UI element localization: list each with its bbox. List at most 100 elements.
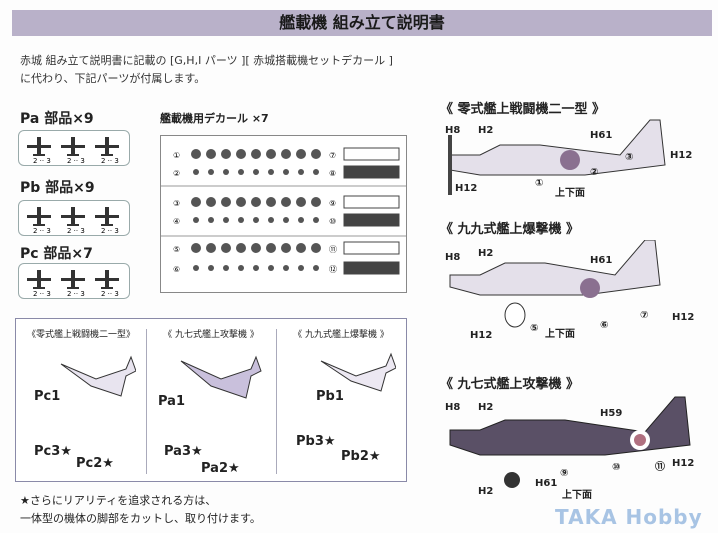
profile-zero: [448, 119, 666, 195]
profile-type97: [449, 396, 691, 488]
decal-callout: ③: [625, 152, 634, 163]
decal-number: ③: [173, 199, 180, 208]
decal-callout: H12: [455, 183, 478, 194]
decal-hinomaru: [238, 265, 244, 271]
decal-hinomaru: [283, 169, 289, 175]
decal-hinomaru: [283, 217, 289, 223]
decal-callout: 上下面: [555, 188, 585, 199]
decal-hinomaru: [281, 149, 291, 159]
svg-text:2 ·· 3: 2 ·· 3: [33, 157, 51, 165]
decal-number: ①: [173, 151, 180, 160]
decal-sheet-title: 艦載機用デカール ×7: [160, 112, 269, 125]
decal-hinomaru: [296, 197, 306, 207]
decal-hinomaru: [208, 169, 214, 175]
profile-type99: [449, 240, 661, 328]
decal-number: ⑨: [329, 199, 336, 208]
decal-hinomaru: [238, 217, 244, 223]
decal-callout: H61: [590, 130, 613, 141]
decal-hinomaru: [193, 217, 199, 223]
decal-callout: 上下面: [545, 329, 575, 340]
decal-hinomaru: [296, 243, 306, 253]
svg-text:2 ·· 3: 2 ·· 3: [33, 290, 51, 298]
svg-text:2 ·· 3: 2 ·· 3: [67, 290, 85, 298]
decal-hinomaru: [266, 149, 276, 159]
decal-hinomaru: [311, 149, 321, 159]
decal-callout: H12: [670, 150, 693, 161]
svg-text:2 ·· 3: 2 ·· 3: [67, 227, 85, 235]
decal-hinomaru: [268, 265, 274, 271]
decal-callout: ⑩: [612, 462, 621, 473]
decal-hinomaru: [236, 149, 246, 159]
decal-stripe: [343, 241, 400, 255]
decal-hinomaru: [238, 169, 244, 175]
decal-number: ④: [173, 217, 180, 226]
decal-hinomaru: [208, 217, 214, 223]
decal-stripe: [343, 213, 400, 227]
decal-hinomaru: [298, 169, 304, 175]
decal-callout: H2: [478, 402, 494, 413]
watermark: TAKA Hobby: [555, 505, 703, 529]
intro-line-1: 赤城 組み立て説明書に記載の [G,H,I パーツ ][ 赤城搭載機セットデカー…: [20, 54, 393, 67]
decal-hinomaru: [283, 265, 289, 271]
divider: [146, 329, 147, 474]
decal-hinomaru: [191, 149, 201, 159]
assembly-title: 《 九九式艦上爆撃機 》: [293, 330, 389, 340]
decal-callout: H12: [672, 312, 695, 323]
parts-pa-label: Pa 部品×9: [20, 111, 94, 127]
decal-hinomaru: [223, 169, 229, 175]
decal-hinomaru: [206, 197, 216, 207]
part-label: Pc3★: [34, 444, 72, 459]
plane-illustration: [180, 355, 262, 399]
profile-title: 《 九九式艦上爆撃機 》: [440, 222, 580, 237]
profile-title: 《 零式艦上戦闘機二一型 》: [440, 102, 606, 117]
svg-text:2 ·· 3: 2 ·· 3: [67, 157, 85, 165]
plane-illustration: [320, 352, 396, 392]
decal-hinomaru: [223, 265, 229, 271]
decal-hinomaru: [268, 217, 274, 223]
assembly-title: 《 九七式艦上攻撃機 》: [163, 330, 259, 340]
decal-hinomaru: [311, 243, 321, 253]
decal-hinomaru: [313, 169, 319, 175]
decal-hinomaru: [251, 197, 261, 207]
part-label: Pb1: [316, 389, 344, 404]
decal-hinomaru: [206, 243, 216, 253]
decal-hinomaru: [251, 243, 261, 253]
decal-hinomaru: [193, 169, 199, 175]
assembly-panel: 《零式艦上戦闘機二一型》 Pc1 Pc3★ Pc2★ 《 九七式艦上攻撃機 》 …: [15, 318, 407, 482]
decal-hinomaru: [208, 265, 214, 271]
decal-hinomaru: [206, 149, 216, 159]
decal-number: ⑪: [329, 245, 337, 254]
decal-stripe: [343, 195, 400, 209]
decal-hinomaru: [191, 243, 201, 253]
decal-callout: H59: [600, 408, 623, 419]
assembly-type99: 《 九九式艦上爆撃機 》 Pb1 Pb3★ Pb2★: [276, 319, 406, 481]
decal-number: ②: [173, 169, 180, 178]
decal-callout: ⑤: [530, 323, 539, 334]
decal-hinomaru: [236, 197, 246, 207]
part-label: Pc1: [34, 389, 61, 404]
decal-callout: H61: [535, 478, 558, 489]
decal-number: ⑦: [329, 151, 336, 160]
decal-hinomaru: [253, 265, 259, 271]
part-label: Pc2★: [76, 456, 114, 471]
decal-number: ⑩: [329, 217, 336, 226]
decal-hinomaru: [281, 243, 291, 253]
decal-callout: ⑦: [640, 310, 649, 321]
page-title: 艦載機 組み立て説明書: [12, 10, 712, 36]
decal-hinomaru: [251, 149, 261, 159]
decal-stripe: [343, 165, 400, 179]
intro-line-2: に代わり、下記パーツが付属します。: [20, 72, 206, 85]
decal-callout: ②: [590, 167, 599, 178]
decal-stripe: [343, 147, 400, 161]
decal-number: ⑧: [329, 169, 336, 178]
decal-hinomaru: [221, 197, 231, 207]
decal-hinomaru: [253, 169, 259, 175]
decal-callout: H12: [672, 458, 695, 469]
assembly-zero: 《零式艦上戦闘機二一型》 Pc1 Pc3★ Pc2★: [16, 319, 146, 481]
profile-title: 《 九七式艦上攻撃機 》: [440, 377, 580, 392]
